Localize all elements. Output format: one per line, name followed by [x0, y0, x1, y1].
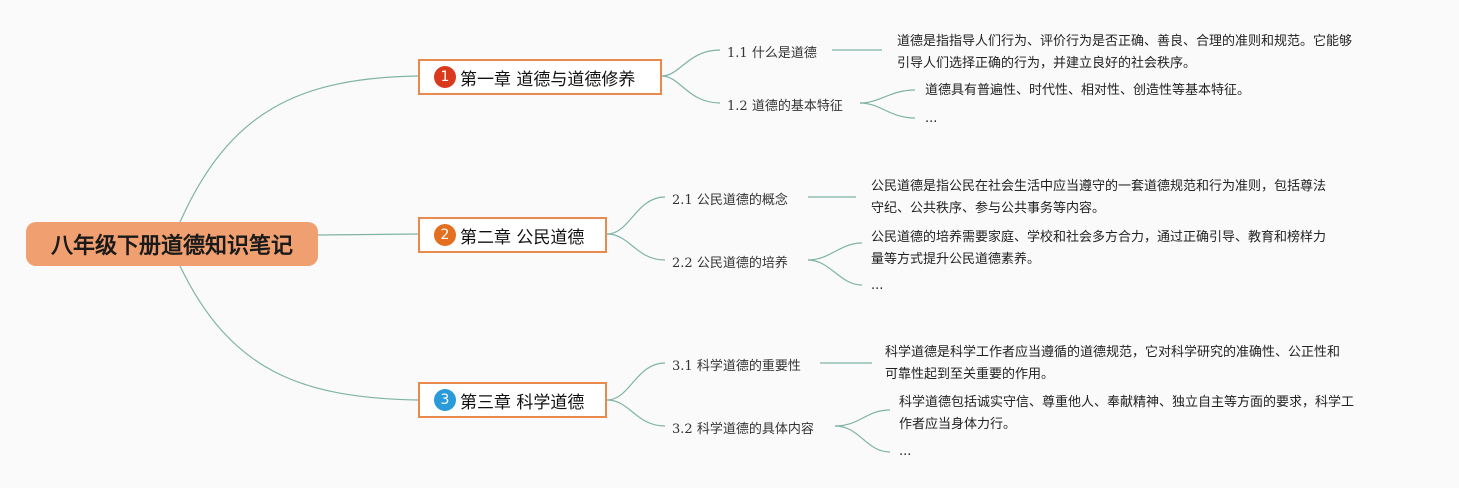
section-title: 什么是道德 — [751, 46, 817, 61]
chapter-title: 第一章 道德与道德修养 — [460, 69, 636, 90]
chapter-node-1[interactable]: 1 第一章 道德与道德修养 — [418, 59, 662, 95]
more-node-1-2[interactable]: ... — [925, 108, 937, 130]
chapter-title: 第二章 公民道德 — [460, 227, 585, 248]
section-node-2-1[interactable]: 2.1 公民道德的概念 — [672, 189, 788, 208]
section-node-1-2[interactable]: 1.2 道德的基本特征 — [727, 95, 843, 114]
note-line: 科学道德是科学工作者应当遵循的道德规范，它对科学研究的准确性、公正性和 — [885, 345, 1341, 360]
note-line: 科学道德包括诚实守信、尊重他人、奉献精神、独立自主等方面的要求，科学工 — [899, 395, 1355, 410]
note-node-2-1[interactable]: 公民道德是指公民在社会生活中应当遵守的一套道德规范和行为准则，包括尊法 守纪、公… — [871, 176, 1326, 220]
more-node-3-2[interactable]: ... — [899, 441, 911, 463]
root-title: 八年级下册道德知识笔记 — [50, 234, 293, 259]
note-line: 公民道德是指公民在社会生活中应当遵守的一套道德规范和行为准则，包括尊法 — [871, 179, 1327, 194]
more-ellipsis: ... — [871, 278, 884, 293]
chapter-number-badge: 3 — [434, 389, 456, 411]
section-number: 1.1 — [727, 46, 748, 61]
section-node-3-2[interactable]: 3.2 科学道德的具体内容 — [672, 418, 814, 437]
section-title: 公民道德的概念 — [696, 193, 788, 208]
chapter-node-2[interactable]: 2 第二章 公民道德 — [418, 217, 607, 253]
more-node-2-2[interactable]: ... — [871, 275, 883, 297]
more-ellipsis: ... — [925, 111, 938, 126]
section-number: 3.2 — [672, 422, 693, 437]
note-node-1-2[interactable]: 道德具有普遍性、时代性、相对性、创造性等基本特征。 — [925, 80, 1250, 102]
section-title: 道德的基本特征 — [751, 99, 843, 114]
chapter-number-badge: 1 — [434, 66, 456, 88]
section-number: 1.2 — [727, 99, 748, 114]
section-number: 2.2 — [672, 256, 693, 271]
section-title: 科学道德的具体内容 — [696, 422, 814, 437]
note-node-3-1[interactable]: 科学道德是科学工作者应当遵循的道德规范，它对科学研究的准确性、公正性和 可靠性起… — [885, 342, 1340, 386]
note-line: 公民道德的培养需要家庭、学校和社会多方合力，通过正确引导、教育和榜样力 — [871, 230, 1327, 245]
section-title: 公民道德的培养 — [696, 256, 788, 271]
note-line: 量等方式提升公民道德素养。 — [871, 252, 1041, 267]
section-node-2-2[interactable]: 2.2 公民道德的培养 — [672, 252, 788, 271]
more-ellipsis: ... — [899, 444, 912, 459]
section-number: 3.1 — [672, 359, 693, 374]
chapter-number-badge: 2 — [434, 224, 456, 246]
note-line: 引导人们选择正确的行为，并建立良好的社会秩序。 — [897, 56, 1197, 71]
note-line: 可靠性起到至关重要的作用。 — [885, 367, 1055, 382]
section-title: 科学道德的重要性 — [696, 359, 801, 374]
note-node-2-2[interactable]: 公民道德的培养需要家庭、学校和社会多方合力，通过正确引导、教育和榜样力 量等方式… — [871, 227, 1326, 271]
chapter-node-3[interactable]: 3 第三章 科学道德 — [418, 382, 607, 418]
section-node-1-1[interactable]: 1.1 什么是道德 — [727, 42, 817, 61]
note-line: 道德具有普遍性、时代性、相对性、创造性等基本特征。 — [925, 83, 1251, 98]
section-node-3-1[interactable]: 3.1 科学道德的重要性 — [672, 355, 801, 374]
note-node-1-1[interactable]: 道德是指指导人们行为、评价行为是否正确、善良、合理的准则和规范。它能够 引导人们… — [897, 31, 1352, 75]
root-node[interactable]: 八年级下册道德知识笔记 — [26, 222, 318, 266]
chapter-title: 第三章 科学道德 — [460, 392, 585, 413]
note-line: 守纪、公共秩序、参与公共事务等内容。 — [871, 201, 1106, 216]
section-number: 2.1 — [672, 193, 693, 208]
note-node-3-2[interactable]: 科学道德包括诚实守信、尊重他人、奉献精神、独立自主等方面的要求，科学工 作者应当… — [899, 392, 1354, 436]
note-line: 道德是指指导人们行为、评价行为是否正确、善良、合理的准则和规范。它能够 — [897, 34, 1353, 49]
note-line: 作者应当身体力行。 — [899, 417, 1017, 432]
